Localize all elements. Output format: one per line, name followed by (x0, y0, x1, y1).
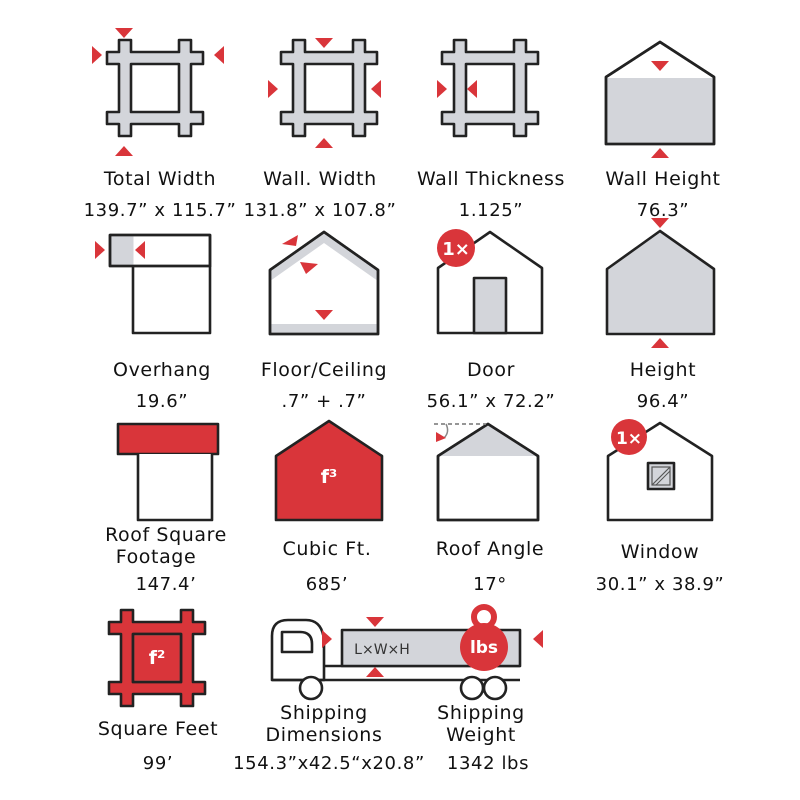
overhang-value: 19.6” (136, 391, 188, 412)
window-count: 1× (616, 429, 642, 449)
wall-frame-icon (268, 38, 381, 148)
roof-angle-icon (434, 422, 540, 522)
shipping-dimensions-spec: L×W×H Shipping Dimensions 154.3”x42.5“x2… (233, 617, 543, 774)
floor-ceiling-value: .7” + .7” (282, 391, 367, 412)
window-value: 30.1” x 38.9” (596, 574, 725, 595)
roof-icon (116, 422, 220, 522)
window-icon: 1× (606, 419, 714, 522)
shipping-weight-value: 1342 lbs (447, 753, 529, 774)
weight-unit: lbs (470, 638, 498, 658)
floor-area-icon: f² (107, 608, 207, 708)
cube-house-icon: f³ (274, 419, 384, 522)
door-icon: 1× (436, 229, 544, 335)
wall-height-spec: Wall Height 76.3” (604, 40, 720, 221)
weight-icon: lbs (460, 604, 508, 671)
wall-width-spec: Wall. Width 131.8” x 107.8” (244, 38, 397, 221)
overhang-icon (95, 233, 212, 335)
roof-angle-label: Roof Angle (436, 538, 544, 560)
square-feet-label: Square Feet (98, 718, 218, 740)
house-icon (268, 230, 380, 336)
wall-frame-icon (437, 38, 540, 138)
wall-thickness-label: Wall Thickness (417, 168, 565, 190)
cubic-ft-spec: f³ Cubic Ft. 685’ (274, 419, 384, 595)
door-value: 56.1” x 72.2” (427, 391, 556, 412)
house-icon (604, 40, 716, 158)
roof-angle-value: 17° (473, 574, 507, 595)
quantity-badge: 1× (611, 419, 647, 455)
square-feet-spec: f² Square Feet 99’ (98, 608, 218, 774)
wall-frame-icon (92, 28, 224, 156)
total-width-label: Total Width (103, 168, 216, 190)
wall-thickness-spec: Wall Thickness 1.125” (417, 38, 565, 221)
cubic-symbol: f³ (321, 466, 338, 488)
door-label: Door (467, 359, 515, 381)
total-width-value: 139.7” x 115.7” (84, 200, 237, 221)
wall-thickness-value: 1.125” (459, 200, 523, 221)
square-feet-value: 99’ (143, 753, 173, 774)
height-label: Height (630, 359, 696, 381)
cargo-dimension-text: L×W×H (354, 642, 410, 658)
shipping-dimensions-label-line1: Shipping (280, 702, 368, 724)
door-count: 1× (442, 239, 470, 260)
shipping-weight-label-line2: Weight (446, 724, 516, 746)
wall-width-value: 131.8” x 107.8” (244, 200, 397, 221)
floor-ceiling-spec: Floor/Ceiling .7” + .7” (261, 230, 387, 412)
cubic-ft-value: 685’ (306, 574, 348, 595)
door-spec: 1× Door 56.1” x 72.2” (427, 229, 556, 412)
window-spec: 1× Window 30.1” x 38.9” (596, 419, 725, 595)
roof-square-footage-value: 147.4’ (136, 574, 197, 595)
roof-square-footage-label-line1: Roof Square (105, 524, 227, 546)
total-width-spec: Total Width 139.7” x 115.7” (84, 28, 237, 221)
roof-square-footage-label-line2: Footage (116, 546, 197, 568)
wall-height-value: 76.3” (637, 200, 689, 221)
window-label: Window (621, 541, 700, 563)
height-value: 96.4” (637, 391, 689, 412)
shipping-weight-label-line1: Shipping (437, 702, 525, 724)
overhang-label: Overhang (113, 359, 211, 381)
shipping-dimensions-label-line2: Dimensions (266, 724, 383, 746)
overhang-spec: Overhang 19.6” (95, 233, 212, 412)
roof-angle-spec: Roof Angle 17° (434, 422, 544, 595)
roof-square-footage-spec: Roof Square Footage 147.4’ (105, 422, 227, 595)
cubic-ft-label: Cubic Ft. (283, 538, 372, 560)
floor-ceiling-label: Floor/Ceiling (261, 359, 387, 381)
square-symbol: f² (149, 647, 166, 669)
shipping-weight-spec: lbs Shipping Weight 1342 lbs (437, 604, 529, 774)
height-spec: Height 96.4” (605, 218, 716, 412)
wall-width-label: Wall. Width (263, 168, 377, 190)
quantity-badge: 1× (437, 229, 475, 267)
shipping-dimensions-value: 154.3”x42.5“x20.8” (233, 753, 425, 774)
wall-height-label: Wall Height (605, 168, 720, 190)
house-icon (605, 218, 716, 348)
